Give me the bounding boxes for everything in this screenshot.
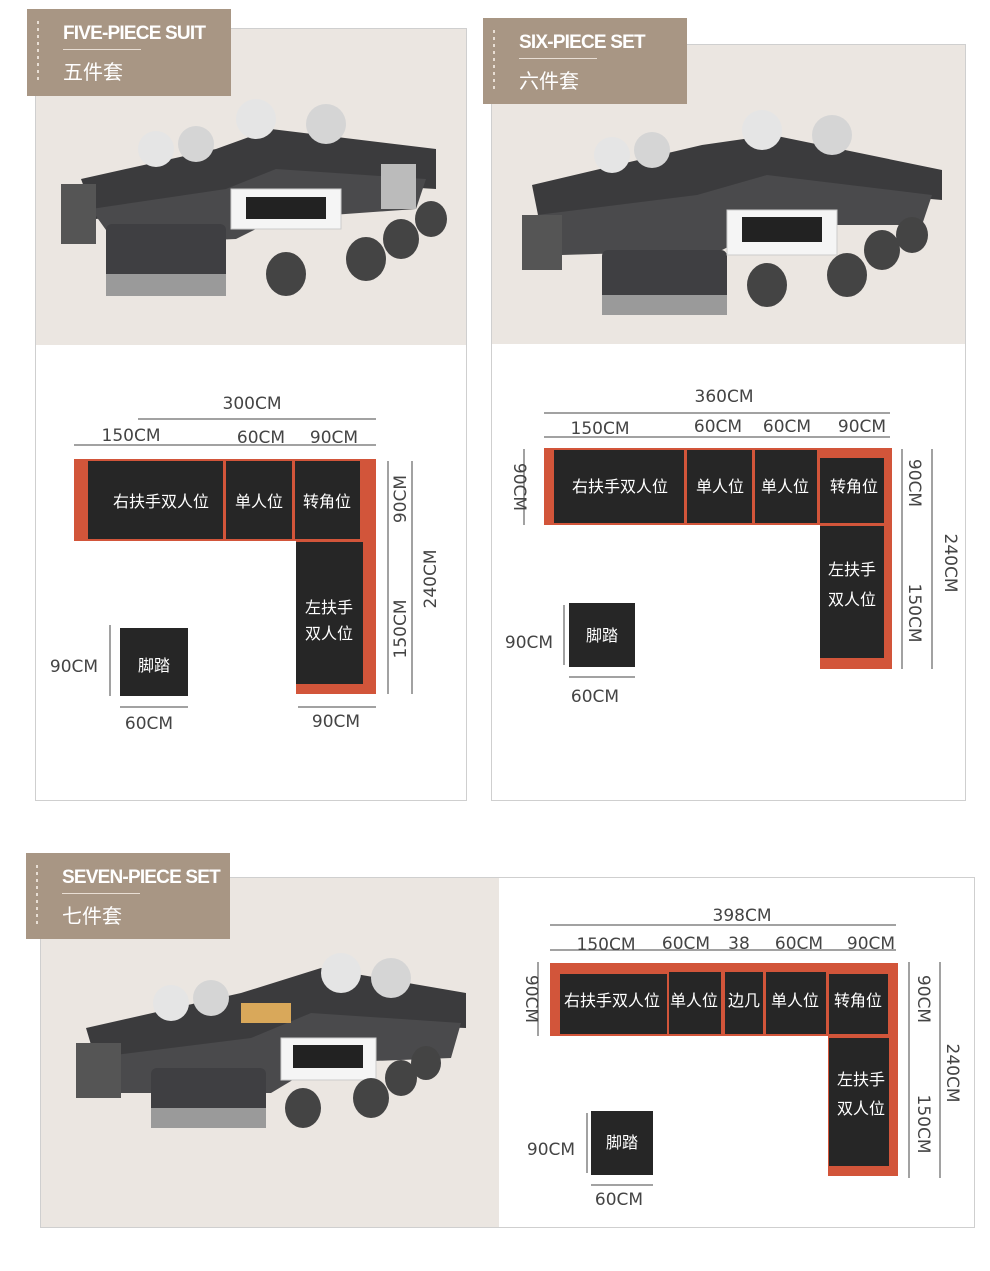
tag-divider <box>62 893 140 894</box>
label-left-loveseat-1: 左扶手 <box>837 1070 885 1089</box>
label-single-1: 单人位 <box>696 477 744 496</box>
six-piece-panel: 360CM 150CM 60CM 60CM 90CM 90CM 90CM 150… <box>491 44 966 801</box>
label-single-1: 单人位 <box>670 991 718 1010</box>
dim-corner-width: 90CM <box>310 428 358 448</box>
dim-total-height: 240CM <box>942 1044 962 1103</box>
tag-title-en: FIVE-PIECE SUIT <box>63 23 206 44</box>
label-single: 单人位 <box>235 492 283 511</box>
label-right-loveseat: 右扶手双人位 <box>572 477 668 496</box>
dim-left-width: 150CM <box>577 935 636 955</box>
dim-s2-width: 60CM <box>775 934 823 954</box>
dim-corner-width: 90CM <box>847 934 895 954</box>
tag-title-en: SIX-PIECE SET <box>519 32 646 53</box>
seven-piece-tag: SEVEN-PIECE SET 七件套 <box>26 853 230 939</box>
label-corner: 转角位 <box>830 477 878 496</box>
label-corner: 转角位 <box>303 492 351 511</box>
six-piece-photo <box>492 45 965 344</box>
dim-ottoman-width: 60CM <box>125 714 173 734</box>
five-piece-panel: 300CM 150CM 60CM 90CM 90CM 150CM 240CM 9… <box>35 28 467 801</box>
dim-left-width: 150CM <box>102 426 161 446</box>
dim-bottom-width: 90CM <box>312 712 360 732</box>
label-left-loveseat-1: 左扶手 <box>828 560 876 579</box>
tag-title-zh: 五件套 <box>63 60 123 84</box>
label-right-loveseat: 右扶手双人位 <box>564 991 660 1010</box>
label-side-table: 边几 <box>728 991 760 1010</box>
dim-ottoman-height: 90CM <box>50 657 98 677</box>
six-piece-tag: SIX-PIECE SET 六件套 <box>483 18 687 104</box>
dim-left-width: 150CM <box>571 419 630 439</box>
sofa-illustration <box>522 110 942 315</box>
dim-table-width: 38 <box>728 934 750 954</box>
tag-divider <box>519 58 597 59</box>
tag-dots <box>37 21 39 81</box>
dim-right-depth: 90CM <box>904 459 924 507</box>
label-corner: 转角位 <box>834 991 882 1010</box>
dim-s1-width: 60CM <box>694 417 742 437</box>
dim-lower-right: 150CM <box>904 584 924 643</box>
label-single-2: 单人位 <box>761 477 809 496</box>
five-piece-tag: FIVE-PIECE SUIT 五件套 <box>27 9 231 96</box>
tag-dots <box>493 30 495 90</box>
dim-total-height: 240CM <box>421 550 441 609</box>
five-piece-diagram: 300CM 150CM 60CM 90CM 90CM 150CM 240CM 9… <box>50 394 441 734</box>
sofa-illustration <box>76 953 466 1128</box>
dim-right-depth: 90CM <box>391 475 411 523</box>
dim-s2-width: 60CM <box>763 417 811 437</box>
dim-ottoman-width: 60CM <box>595 1190 643 1210</box>
tag-title-zh: 七件套 <box>62 904 122 928</box>
tag-title-zh: 六件套 <box>519 69 579 93</box>
five-piece-photo <box>36 29 466 345</box>
dim-total-width: 300CM <box>223 394 282 414</box>
dim-left-depth: 90CM <box>521 975 541 1023</box>
dim-total-width: 398CM <box>713 906 772 926</box>
tag-divider <box>63 49 141 50</box>
label-ottoman: 脚踏 <box>606 1133 638 1152</box>
dim-total-width: 360CM <box>695 387 754 407</box>
dim-corner-width: 90CM <box>838 417 886 437</box>
dim-ottoman-height: 90CM <box>505 633 553 653</box>
label-left-loveseat-2: 双人位 <box>305 624 353 643</box>
label-ottoman: 脚踏 <box>138 656 170 675</box>
dim-mid-width: 60CM <box>237 428 285 448</box>
six-piece-diagram: 360CM 150CM 60CM 60CM 90CM 90CM 90CM 150… <box>505 387 960 707</box>
dim-lower-right: 150CM <box>913 1095 933 1154</box>
label-right-loveseat: 右扶手双人位 <box>113 492 209 511</box>
label-left-loveseat-1: 左扶手 <box>305 598 353 617</box>
dim-left-depth: 90CM <box>509 463 529 511</box>
dim-s1-width: 60CM <box>662 934 710 954</box>
label-ottoman: 脚踏 <box>586 626 618 645</box>
tag-dots <box>36 865 38 925</box>
dim-total-height: 240CM <box>940 534 960 593</box>
tag-title-en: SEVEN-PIECE SET <box>62 867 221 888</box>
seven-piece-diagram: 398CM 150CM 60CM 38 60CM 90CM 90CM 90CM … <box>521 906 962 1210</box>
dim-lower-right: 150CM <box>391 600 411 659</box>
sofa-illustration <box>61 99 447 296</box>
label-single-2: 单人位 <box>771 991 819 1010</box>
dim-ottoman-height: 90CM <box>527 1140 575 1160</box>
dim-ottoman-width: 60CM <box>571 687 619 707</box>
dim-right-depth: 90CM <box>913 975 933 1023</box>
label-left-loveseat-2: 双人位 <box>828 590 876 609</box>
label-left-loveseat-2: 双人位 <box>837 1099 885 1118</box>
